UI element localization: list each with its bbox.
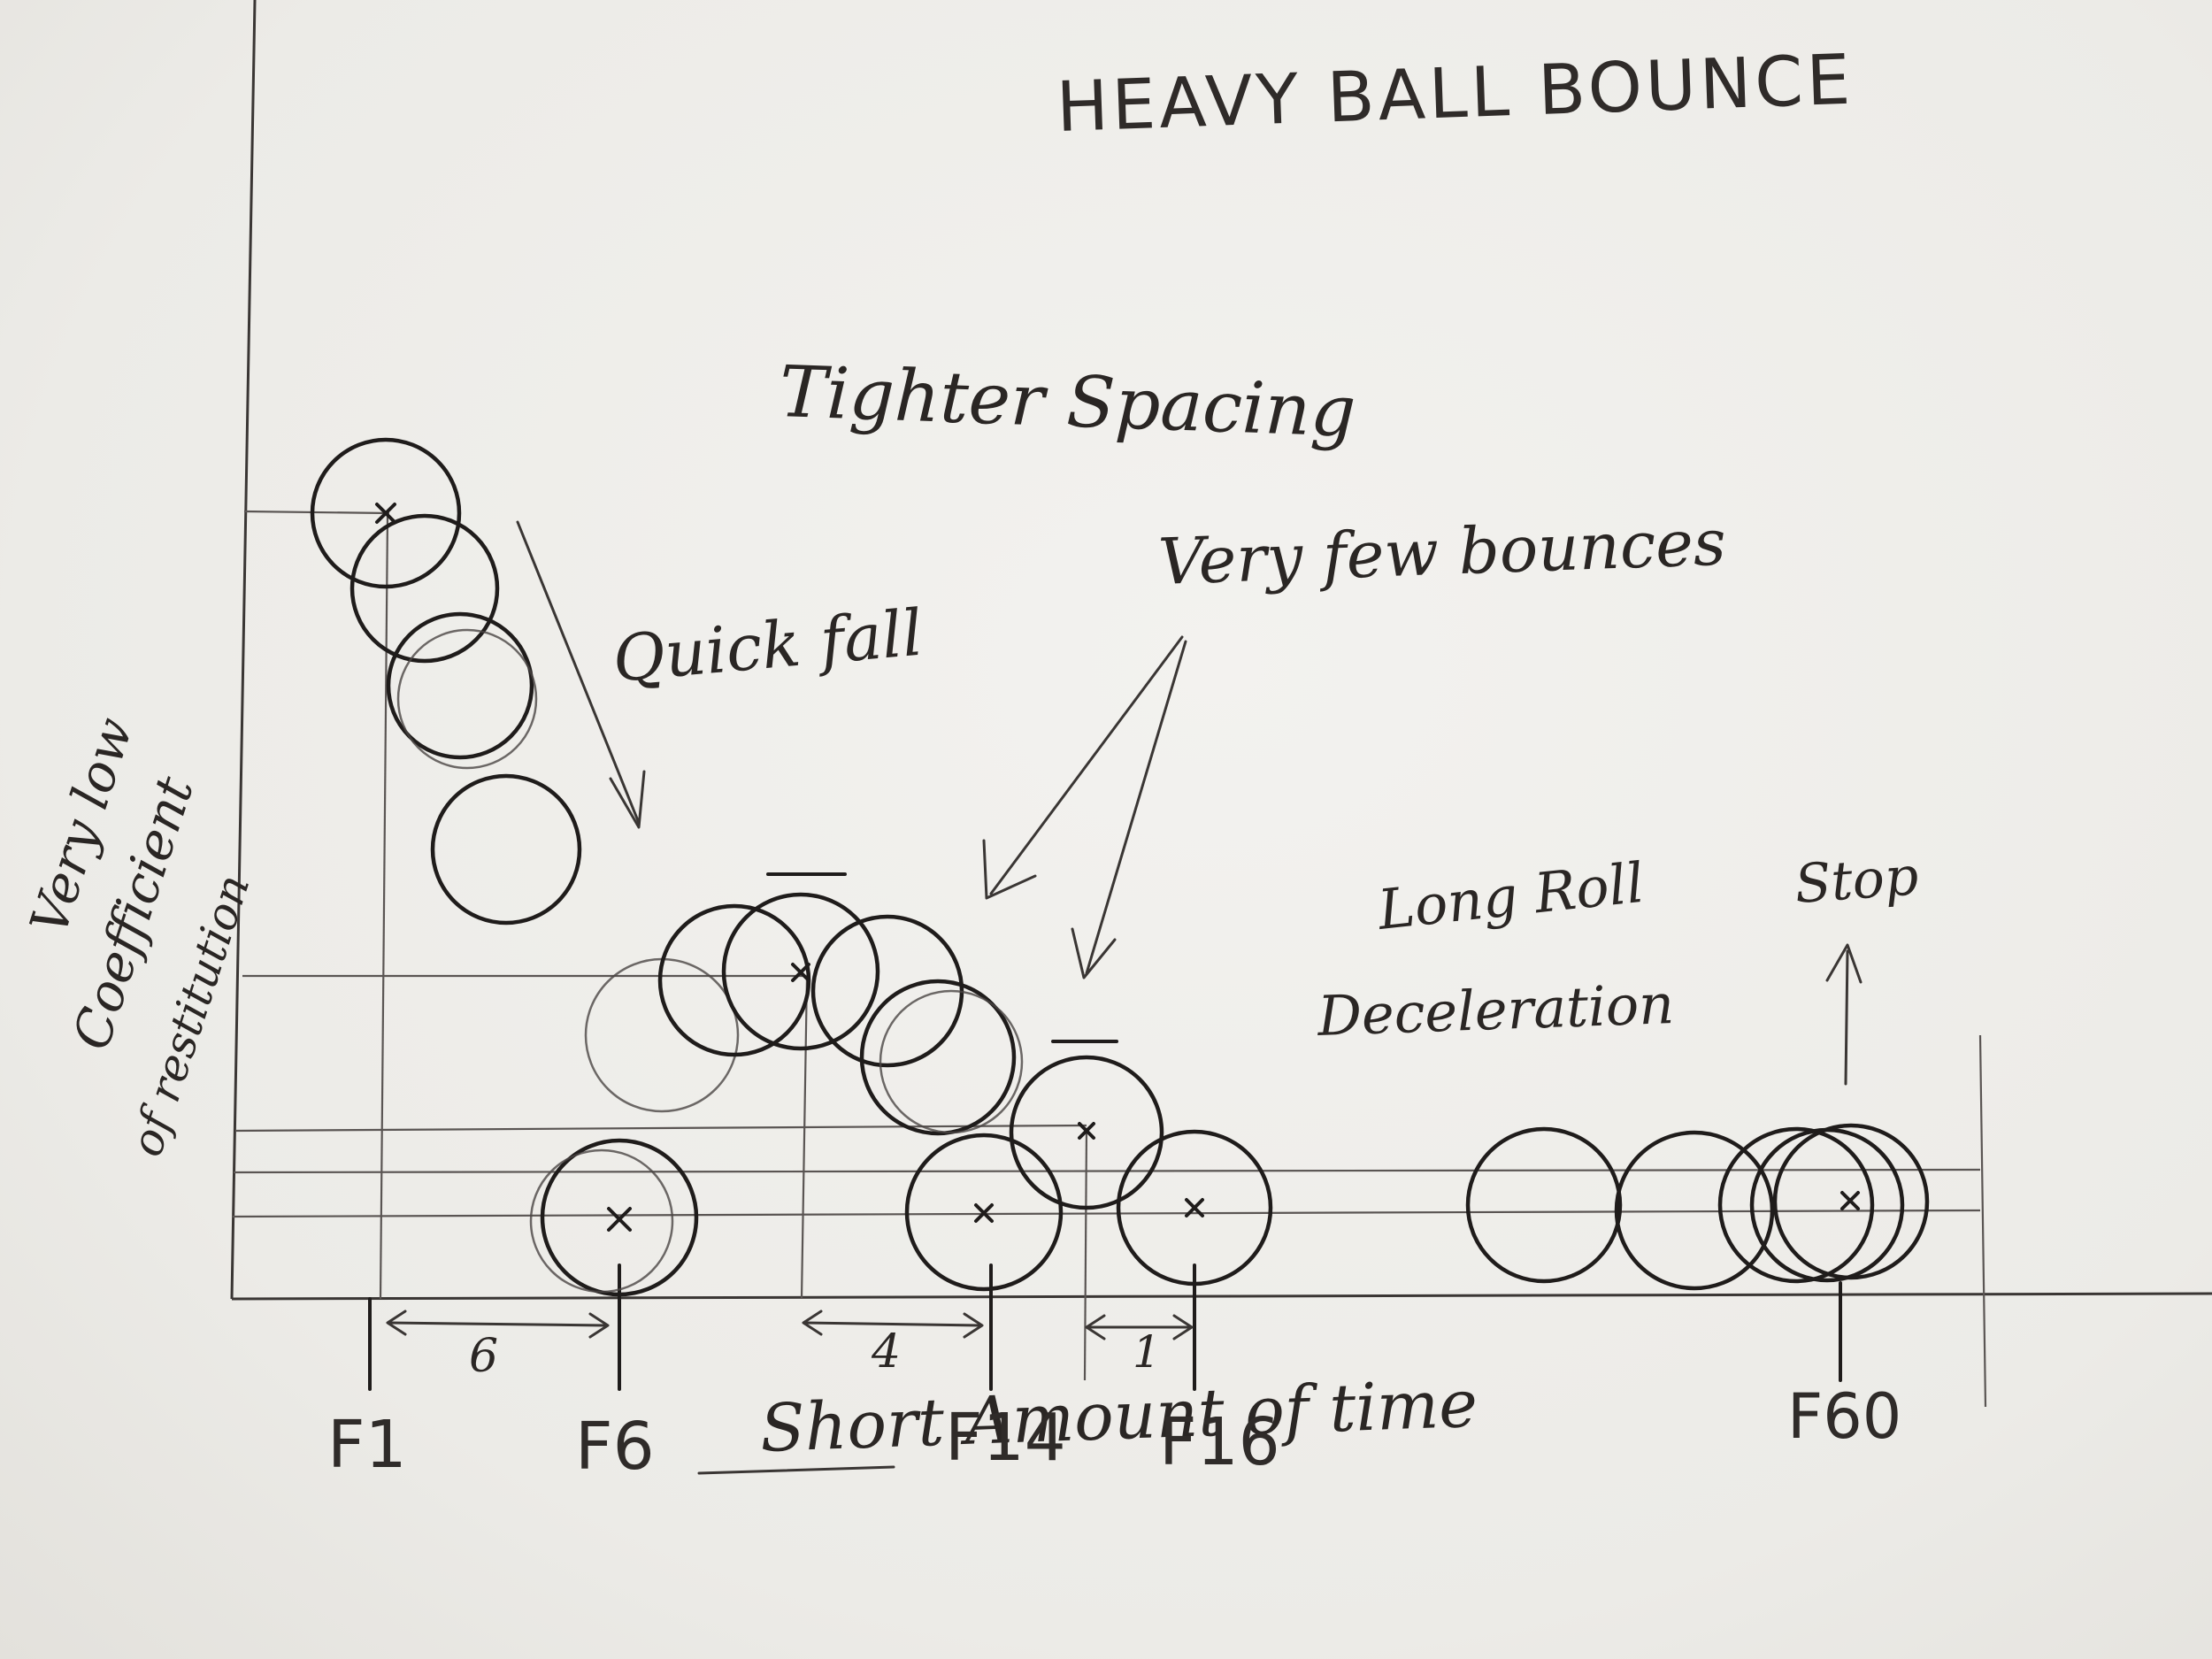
frame-label-f1: F1 — [327, 1407, 407, 1483]
ball-frame-60 — [1772, 1123, 1930, 1280]
spacing-arrow-1 — [1085, 1314, 1194, 1340]
center-mark-f1 — [375, 503, 396, 524]
guide-line-second-apex — [1083, 1127, 1088, 1381]
ball-roll-3 — [1717, 1126, 1875, 1284]
center-mark-f6 — [607, 1207, 632, 1232]
frame-label-f6: F6 — [575, 1409, 655, 1485]
center-mark-apex — [791, 963, 810, 982]
spacing-arrow-6 — [386, 1310, 610, 1339]
center-mark-f14 — [974, 1203, 994, 1223]
ball-descend-3 — [879, 989, 1024, 1134]
ball-frame-6-ghost — [529, 1148, 674, 1294]
ball-frame-16 — [1116, 1129, 1273, 1286]
ball-roll-2 — [1614, 1130, 1775, 1291]
quick-fall-arrow — [516, 520, 646, 829]
frame-label-f60: F60 — [1787, 1380, 1901, 1453]
x-label-underline — [697, 1465, 895, 1475]
frame-label-f16: F16 — [1159, 1404, 1280, 1480]
ball-roll-1 — [1465, 1126, 1623, 1284]
guide-line-ground-a — [233, 1168, 1981, 1174]
guide-line-f1 — [379, 514, 389, 1300]
x-axis-line — [231, 1292, 2212, 1301]
center-marks — [375, 503, 1860, 1232]
guide-line-low — [234, 1124, 1087, 1133]
tighter-spacing-note: Tighter Spacing — [778, 350, 1357, 453]
ball-frame-6 — [540, 1138, 699, 1297]
spacing-label-1: 1 — [1133, 1326, 1161, 1378]
spacing-label-4: 4 — [871, 1325, 901, 1379]
deceleration-note: Deceleration — [1316, 972, 1675, 1048]
ball-frame-5 — [430, 773, 582, 926]
center-mark-f16 — [1185, 1198, 1204, 1217]
ball-rise-2 — [657, 903, 811, 1057]
end-marker-line — [1978, 1034, 1987, 1408]
long-roll-note: Long Roll — [1374, 850, 1647, 942]
ball-frame-2 — [349, 513, 500, 664]
ball-frame-14 — [904, 1133, 1064, 1292]
quick-fall-note: Quick fall — [610, 595, 926, 696]
ball-descend-2 — [859, 979, 1017, 1136]
ball-frame-3 — [386, 611, 534, 760]
ball-second-apex — [1009, 1055, 1164, 1210]
guide-line-ground-b — [231, 1209, 1981, 1218]
center-mark-second-apex — [1078, 1122, 1095, 1140]
x-axis-label: Short Amount of time — [759, 1366, 1479, 1467]
y-axis-line — [230, 0, 257, 1300]
stop-arrow — [1825, 943, 1863, 1086]
bounce-arrow-left — [982, 635, 1184, 900]
ball-apex — [721, 892, 880, 1051]
guide-line-apex — [800, 975, 809, 1300]
diagram-title: HEAVY BALL BOUNCE — [1056, 41, 1855, 148]
ball-frame-4 — [396, 628, 538, 770]
stop-note: Stop — [1793, 845, 1920, 916]
ball-frame-1 — [310, 437, 462, 589]
bounce-arrow-right — [1071, 640, 1187, 979]
spacing-arrow-4 — [802, 1310, 984, 1339]
very-few-bounces-note: Very few bounces — [1157, 505, 1727, 599]
spacing-label-6: 6 — [469, 1330, 498, 1383]
center-mark-f60 — [1840, 1191, 1860, 1210]
frame-label-f14: F14 — [945, 1400, 1066, 1476]
guide-line-top — [243, 510, 390, 515]
